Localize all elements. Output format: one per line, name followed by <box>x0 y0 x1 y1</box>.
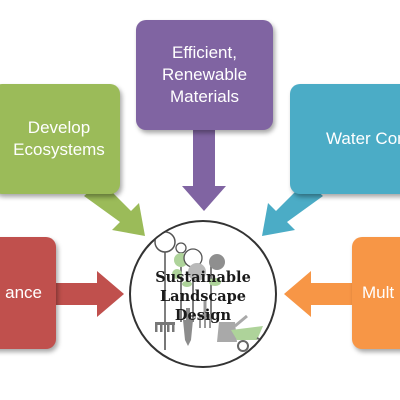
arrow-top <box>182 130 226 211</box>
arrow-lower-right <box>284 271 352 317</box>
node-efficient-renewable-materials: Efficient, Renewable Materials <box>136 20 273 130</box>
node-top-label: Efficient, Renewable Materials <box>161 43 248 106</box>
node-develop-ecosystems: Develop Ecosystems <box>0 84 120 194</box>
center-label: Sustainable Landscape Design <box>155 269 251 324</box>
node-upper-left-label: Develop Ecosystems <box>13 118 105 159</box>
arrow-upper-right <box>262 181 323 236</box>
node-lower-left: ise ance <box>0 237 56 349</box>
node-lower-right-label: Mult <box>362 283 395 302</box>
node-lower-right: Mult <box>352 237 400 349</box>
node-lower-left-label: ise ance <box>0 283 42 302</box>
arrow-upper-left <box>84 181 145 236</box>
center-hub: Sustainable Landscape Design <box>129 220 277 368</box>
node-water-conservation: Water Conservation <box>290 84 400 194</box>
node-upper-right-label: Water Conservation <box>326 129 400 148</box>
arrow-lower-left <box>56 271 124 317</box>
garden-tools-and-plants-icon <box>154 231 270 352</box>
